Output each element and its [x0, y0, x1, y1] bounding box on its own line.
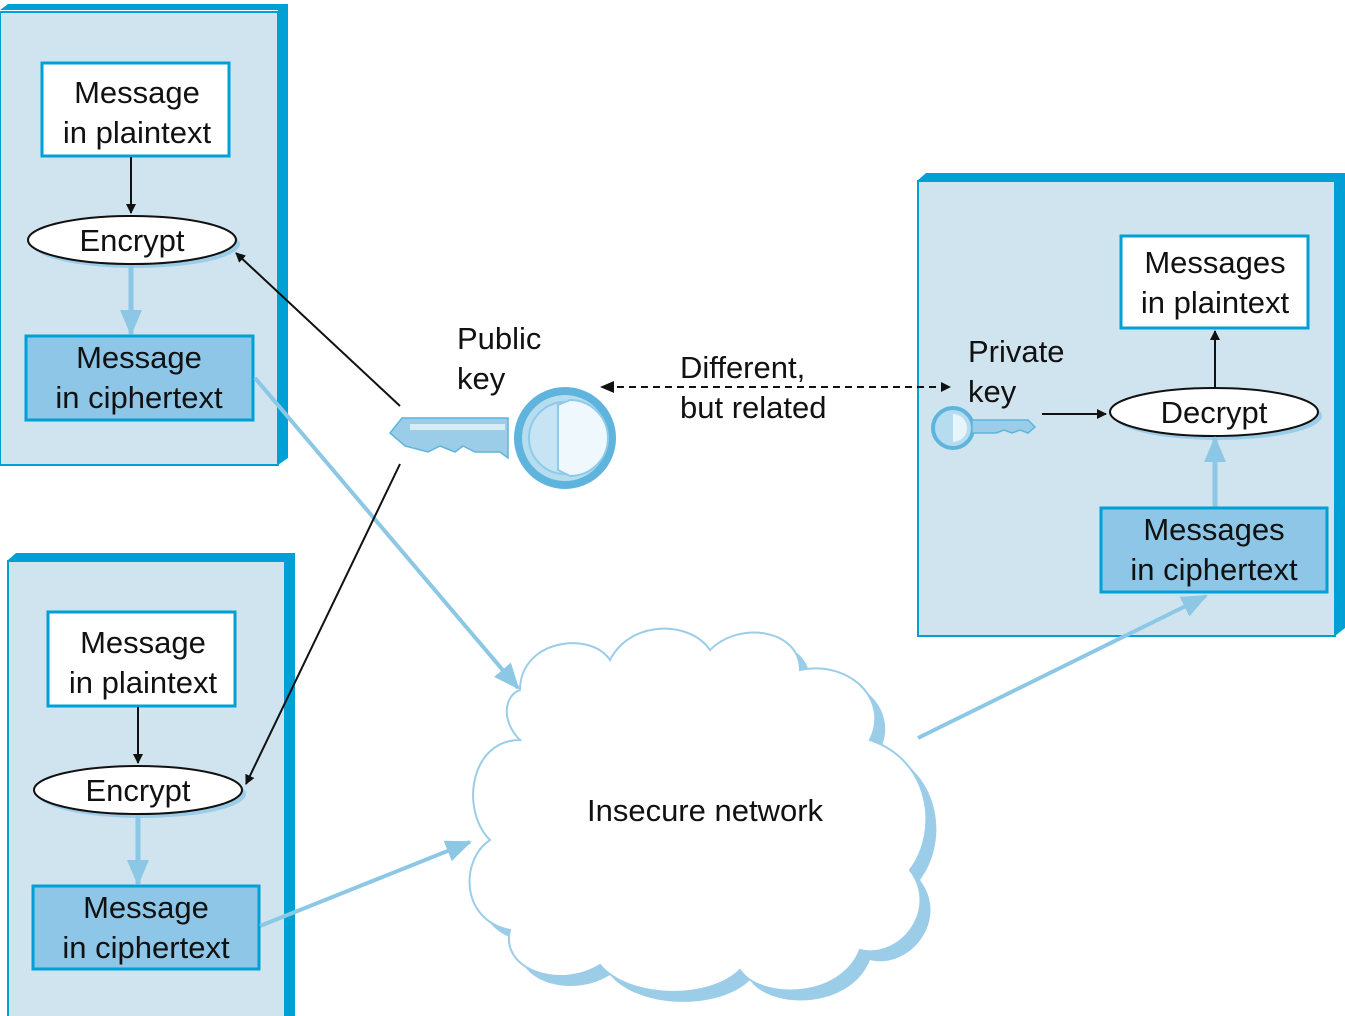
relation-label: but related — [680, 390, 827, 425]
plaintext-label: in plaintext — [63, 115, 212, 150]
public-key-to-encrypt-arrow — [245, 463, 401, 785]
sender-bottom-panel: Message in plaintext Encrypt Message in … — [7, 553, 295, 1016]
plaintext-box — [1119, 234, 1310, 330]
private-key-label: Private — [968, 334, 1064, 369]
relation-label: Different, — [680, 350, 805, 385]
encrypt-label: Encrypt — [79, 223, 184, 258]
cloud-icon: Insecure network — [468, 627, 937, 1002]
ciphertext-label: Message — [83, 890, 209, 925]
ciphertext-box — [24, 334, 255, 422]
public-key-to-encrypt-arrow — [235, 252, 401, 407]
ciphertext-label: Messages — [1143, 512, 1284, 547]
ciphertext-label: in ciphertext — [62, 930, 230, 965]
ciphertext-to-network-arrow — [253, 376, 520, 690]
plaintext-label: Message — [80, 625, 206, 660]
encrypt-label: Encrypt — [85, 773, 190, 808]
plaintext-box — [46, 610, 237, 708]
public-key-label: key — [457, 361, 506, 396]
private-key-icon — [931, 406, 1037, 450]
private-key-label: key — [968, 374, 1017, 409]
ciphertext-box — [1099, 506, 1329, 594]
network-label: Insecure network — [587, 793, 824, 828]
sender-top-panel: Message in plaintext Encrypt Message in … — [0, 4, 288, 466]
plaintext-label: in plaintext — [69, 665, 218, 700]
ciphertext-label: in ciphertext — [1130, 552, 1298, 587]
encrypt-step — [33, 765, 243, 815]
encrypt-step — [27, 215, 237, 265]
ciphertext-label: in ciphertext — [55, 380, 223, 415]
decrypt-label: Decrypt — [1161, 395, 1268, 430]
plaintext-label: Message — [74, 75, 200, 110]
receiver-panel: Messages in plaintext Decrypt Messages i… — [917, 173, 1345, 637]
plaintext-label: in plaintext — [1141, 285, 1290, 320]
ciphertext-to-network-arrow — [259, 840, 472, 928]
ciphertext-box — [31, 884, 261, 971]
public-key-label: Public — [457, 321, 541, 356]
ciphertext-label: Message — [76, 340, 202, 375]
public-key-icon — [388, 387, 616, 489]
plaintext-box — [40, 61, 231, 158]
network-to-receiver-arrow — [917, 594, 1208, 740]
plaintext-label: Messages — [1144, 245, 1285, 280]
